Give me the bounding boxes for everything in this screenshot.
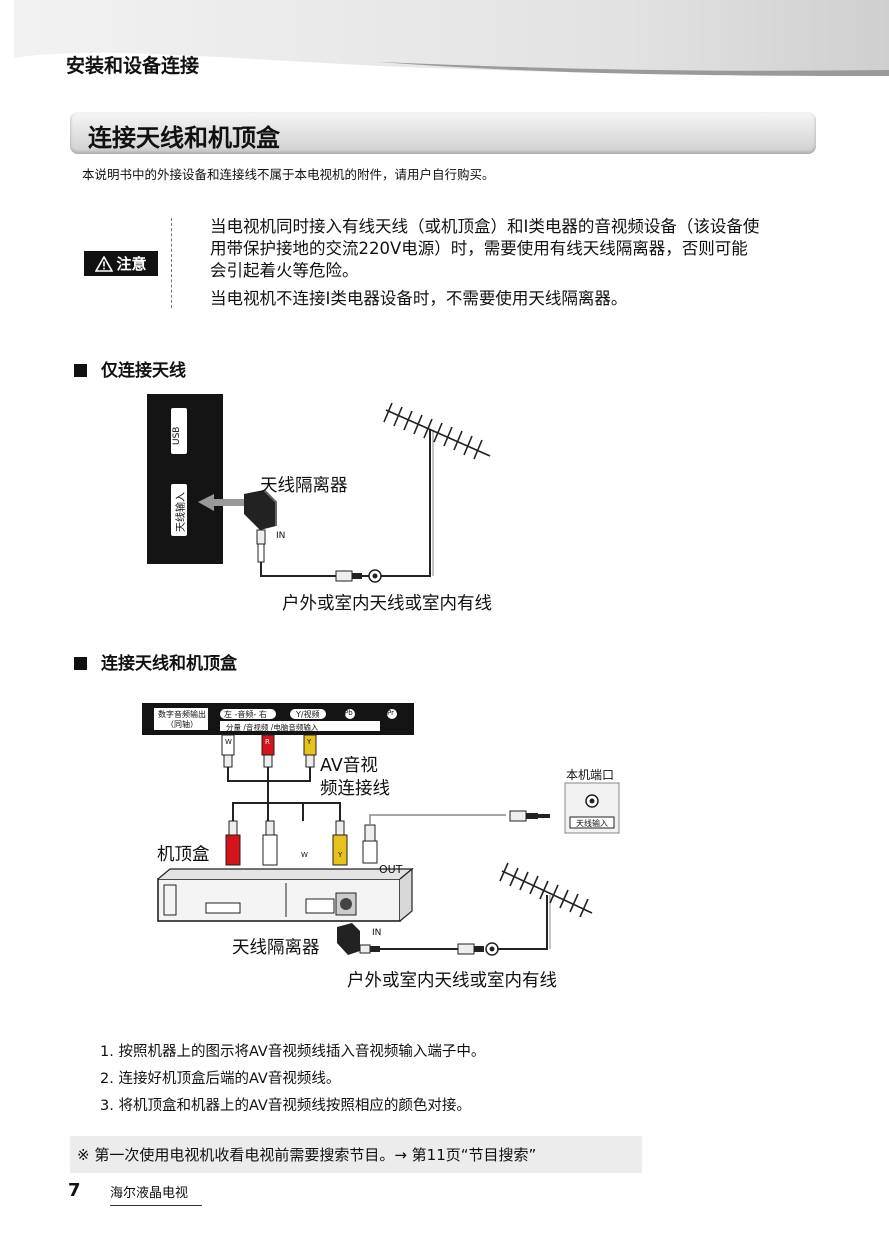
in-label: IN (276, 531, 286, 541)
stb-label: 机顶盒 (157, 845, 210, 865)
stb-plug-y-label: Y (338, 851, 343, 859)
diagram-antenna-stb (142, 703, 620, 956)
step-3: 3. 将机顶盒和机器上的AV音视频线按照相应的颜色对接。 (100, 1098, 471, 1114)
caution-line-3: 会引起着火等危险。 (210, 261, 359, 280)
isolator-label: 天线隔离器 (260, 476, 348, 496)
caution-divider (171, 218, 172, 308)
caution-label: 注意 (116, 255, 147, 273)
caution-line-4: 当电视机不连接I类电器设备时，不需要使用天线隔离器。 (210, 289, 628, 308)
diagram1-heading: 仅连接天线 (74, 356, 186, 381)
plug-w-label: W (225, 738, 232, 746)
diagram-antenna-only (147, 394, 491, 583)
section-title: 连接天线和机顶盒 (88, 124, 280, 152)
section-title-bar (70, 112, 816, 154)
av-cable-label-2: 频连接线 (320, 779, 390, 799)
isolator-label-2: 天线隔离器 (232, 938, 320, 958)
panel-pr: Pr (387, 709, 394, 717)
panel-coax: （同轴） (166, 720, 198, 729)
av-cable-label-1: AV音视 (320, 756, 378, 776)
diagram1-heading-text: 仅连接天线 (101, 361, 186, 381)
note-box: ※ 第一次使用电视机收看电视前需要搜索节目。→ 第11页“节目搜索” (70, 1136, 642, 1173)
diagram2-heading-text: 连接天线和机顶盒 (101, 654, 237, 674)
panel-sub-label: 分量 /音视频 /电脑音频输入 (226, 723, 319, 732)
stb-plug-w-label: W (301, 851, 308, 859)
caution-line-1: 当电视机同时接入有线天线（或机顶盒）和I类电器的音视频设备（该设备使 (210, 217, 760, 236)
usb-port (171, 408, 187, 454)
intro-text: 本说明书中的外接设备和连接线不属于本电视机的附件，请用户自行购买。 (82, 167, 495, 182)
plug-r-label: R (265, 738, 270, 746)
warning-icon (95, 255, 114, 272)
isolator-device (244, 490, 276, 530)
arrow-left-icon (198, 494, 248, 511)
antenna-input-label: 天线输入 (176, 492, 187, 532)
bullet-square-icon (74, 364, 87, 377)
tv-port-label: 本机端口 (566, 768, 615, 782)
bullet-square-icon (74, 657, 87, 670)
panel-pb: Pb (344, 709, 353, 717)
step-1: 1. 按照机器上的图示将AV音视频线插入音视频输入端子中。 (100, 1044, 486, 1060)
panel-video: Y/视频 (296, 710, 320, 719)
antenna-type-label-2: 户外或室内天线或室内有线 (347, 971, 557, 991)
isolator-device (337, 923, 360, 955)
footer-brand: 海尔液晶电视 (110, 1182, 202, 1206)
out-label: OUT (379, 863, 403, 876)
step-2: 2. 连接好机顶盒后端的AV音视频线。 (100, 1071, 341, 1087)
antenna-icon (499, 862, 593, 918)
header-swoosh (14, 0, 889, 76)
set-top-box (157, 878, 401, 922)
header-title: 安装和设备连接 (66, 55, 200, 77)
caution-badge: 注意 (84, 251, 158, 276)
panel-audio: 左 -音频- 右 (224, 710, 267, 719)
stb-plug-r-label: R (272, 851, 277, 859)
caution-line-2: 用带保护接地的交流220V电源）时，需要使用有线天线隔离器，否则可能 (210, 239, 748, 258)
panel-digital-audio: 数字音频输出 (158, 710, 206, 719)
plug-y-label: Y (307, 738, 312, 746)
diagram2-heading: 连接天线和机顶盒 (74, 649, 237, 674)
usb-label: USB (172, 426, 182, 445)
tv-port-input-label: 天线输入 (576, 819, 608, 828)
page-number: 7 (68, 1180, 81, 1201)
antenna-type-label: 户外或室内天线或室内有线 (282, 594, 492, 614)
antenna-input-port (171, 484, 187, 536)
antenna-icon (383, 402, 491, 460)
in-label-2: IN (372, 928, 382, 938)
